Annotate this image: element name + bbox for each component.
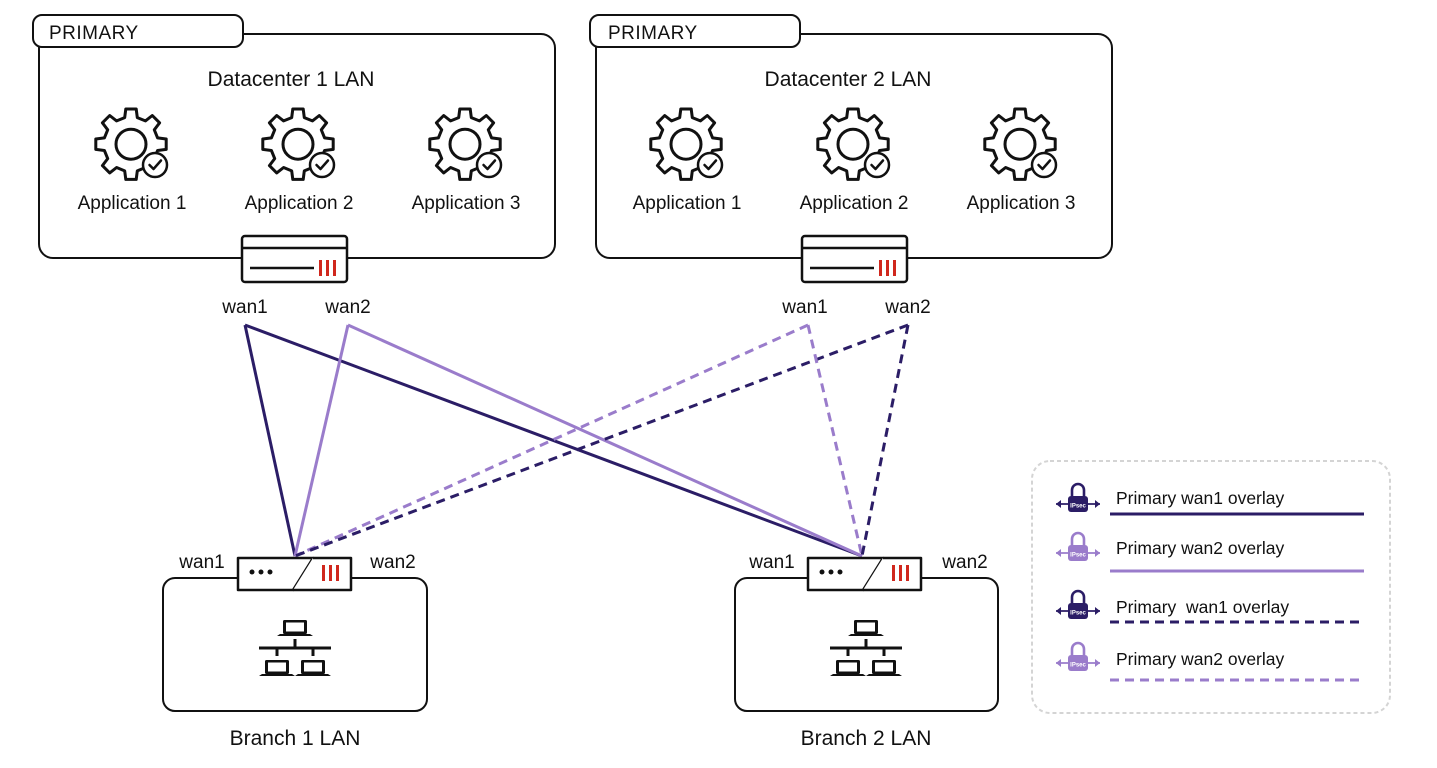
legend-item-4: IPsec Primary wan2 overlay — [1054, 641, 1360, 682]
datacenter-2-title: Datacenter 2 LAN — [765, 68, 932, 91]
branch-fortigate-icon — [806, 556, 923, 592]
tunnel-dc2-wan1-branch1 — [294, 323, 809, 558]
primary-tag-label: PRIMARY — [608, 23, 698, 44]
overlay-tunnels — [243, 323, 910, 558]
tunnel-dc2-wan2-branch2 — [860, 324, 910, 557]
legend-label-1: Primary wan1 overlay — [1116, 488, 1284, 508]
branch-2: wan1 wan2 Branch 2 LAN — [734, 552, 999, 750]
app-label-1: Application 1 — [633, 193, 742, 214]
firewall-appliance-icon — [240, 234, 349, 284]
legend-item-3: IPsec Primary wan1 overlay — [1054, 589, 1360, 624]
ipsec-lock-icon: IPsec — [1054, 482, 1102, 514]
dc1-wan1-label: wan1 — [221, 297, 267, 318]
svg-text:IPsec: IPsec — [1070, 504, 1086, 510]
dc2-wan2-label: wan2 — [884, 297, 930, 318]
svg-text:IPsec: IPsec — [1070, 553, 1086, 559]
firewall-appliance-icon — [800, 234, 909, 284]
dc2-wan1-label: wan1 — [781, 297, 827, 318]
legend-label-4: Primary wan2 overlay — [1116, 649, 1284, 669]
primary-tag-label: PRIMARY — [49, 23, 139, 44]
branch2-wan1-label: wan1 — [748, 552, 794, 573]
legend-item-2: IPsec Primary wan2 overlay — [1054, 531, 1364, 573]
primary-tag — [32, 14, 244, 48]
branch2-wan2-label: wan2 — [941, 552, 987, 573]
branch1-wan2-label: wan2 — [369, 552, 415, 573]
branch-1-title: Branch 1 LAN — [230, 727, 361, 750]
svg-text:IPsec: IPsec — [1070, 663, 1086, 669]
legend: IPsec Primary wan1 overlay IPsec Primary… — [1031, 460, 1391, 714]
datacenter-2: PRIMARY Datacenter 2 LAN Application 1 A… — [589, 14, 1113, 318]
svg-text:IPsec: IPsec — [1070, 611, 1086, 617]
branch-fortigate-icon — [236, 556, 353, 592]
ipsec-lock-icon: IPsec — [1054, 531, 1102, 563]
tunnel-dc2-wan1-branch2 — [806, 324, 864, 557]
dc1-wan2-label: wan2 — [324, 297, 370, 318]
primary-tag — [589, 14, 801, 48]
tunnel-dc1-wan1-branch1 — [243, 324, 297, 557]
branch-2-title: Branch 2 LAN — [801, 727, 932, 750]
branch1-wan1-label: wan1 — [178, 552, 224, 573]
tunnel-dc1-wan2-branch2 — [347, 323, 863, 558]
tunnel-dc1-wan1-branch2 — [244, 323, 863, 558]
legend-item-1: IPsec Primary wan1 overlay — [1054, 482, 1364, 516]
legend-box — [1031, 460, 1391, 714]
tunnel-dc1-wan2-branch1 — [293, 324, 350, 557]
app-label-3: Application 3 — [967, 193, 1076, 214]
legend-label-2: Primary wan2 overlay — [1116, 538, 1284, 558]
datacenter-1: PRIMARY Datacenter 1 LAN Application 1 A… — [32, 14, 556, 318]
ipsec-lock-icon: IPsec — [1054, 641, 1102, 673]
tunnel-dc2-wan2-branch1 — [294, 323, 909, 558]
datacenter-1-title: Datacenter 1 LAN — [208, 68, 375, 91]
app-label-1: Application 1 — [78, 193, 187, 214]
app-label-3: Application 3 — [412, 193, 521, 214]
legend-label-3: Primary wan1 overlay — [1116, 597, 1289, 617]
branch-1: wan1 wan2 Branch 1 LAN — [162, 552, 428, 750]
ipsec-lock-icon: IPsec — [1054, 589, 1102, 621]
app-label-2: Application 2 — [800, 193, 909, 214]
app-label-2: Application 2 — [245, 193, 354, 214]
